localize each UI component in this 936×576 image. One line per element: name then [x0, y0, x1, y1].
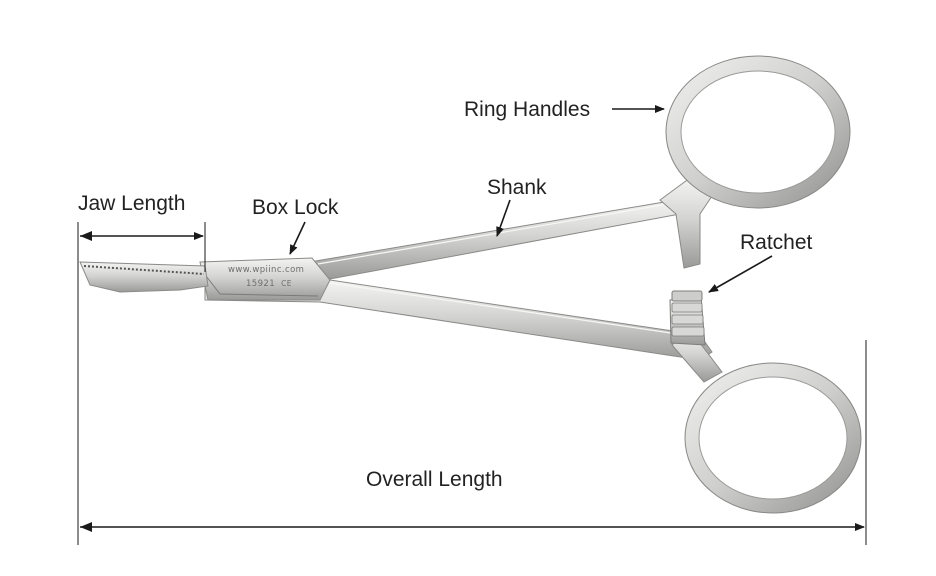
ring-handles-label: Ring Handles — [464, 98, 591, 121]
box-lock-arrow — [289, 221, 306, 255]
lower-ring-handle — [671, 329, 862, 514]
engraved-code-number: 15921 — [246, 279, 276, 289]
box-lock-body — [199, 257, 331, 301]
overall-length-arrow-left-head — [80, 522, 92, 532]
box-lock-label: Box Lock — [252, 196, 339, 219]
jaws — [79, 261, 209, 293]
ratchet-arrow — [708, 255, 773, 293]
engraved-code: 15921 CE — [246, 280, 292, 289]
jaw-length-arrow-left-head — [80, 231, 92, 241]
jaw-length-label: Jaw Length — [78, 192, 186, 215]
ratchet-teeth — [669, 290, 706, 346]
callout-arrows — [289, 105, 773, 293]
ratchet-label: Ratchet — [740, 231, 813, 254]
overall-length-label: Overall Length — [366, 468, 503, 491]
dimension-lines — [77, 222, 867, 545]
shank-arrow — [496, 199, 511, 237]
upper-arm — [308, 199, 681, 280]
upper-ring-handle — [659, 55, 851, 269]
ce-mark-icon: CE — [281, 279, 292, 288]
engraved-website: www.wpiinc.com — [228, 265, 305, 275]
shank-label: Shank — [487, 176, 547, 199]
